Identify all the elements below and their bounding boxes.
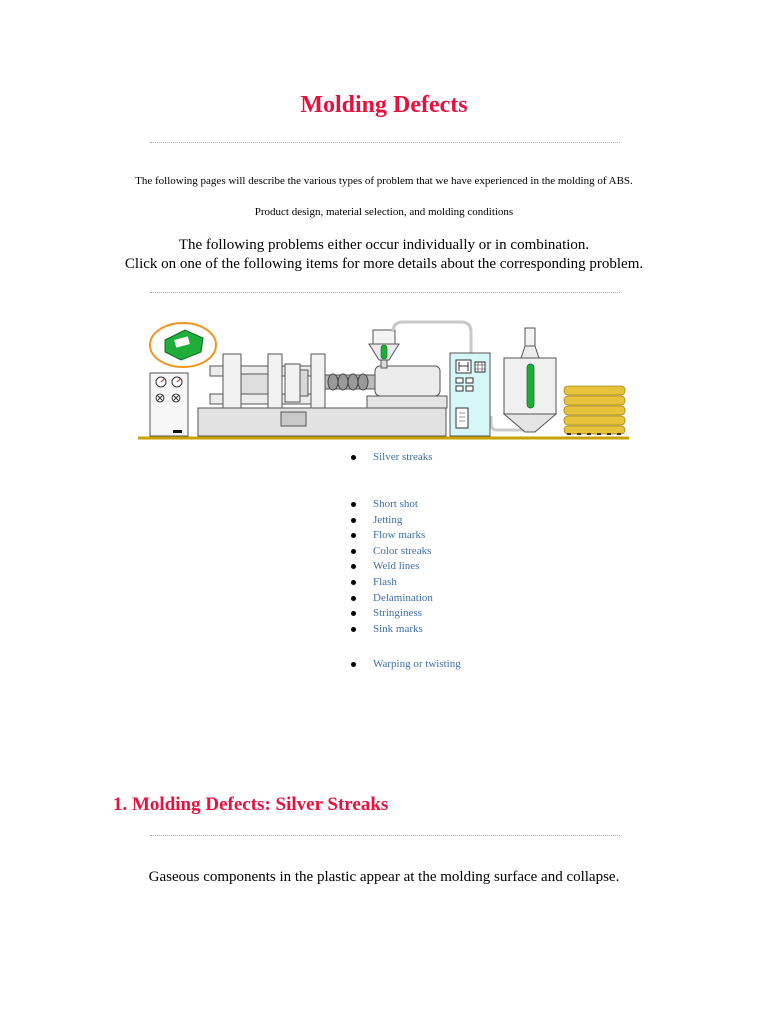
subtitle-text: Product design, material selection, and … — [254, 206, 514, 218]
defect-link-flash[interactable]: Flash — [373, 575, 397, 588]
list-item: Silver streaks — [350, 450, 433, 466]
defect-link-sink-marks[interactable]: Sink marks — [373, 622, 423, 635]
section-text: Gaseous components in the plastic appear… — [148, 869, 620, 885]
defect-link-silver-streaks[interactable]: Silver streaks — [373, 451, 433, 463]
defect-link-jetting[interactable]: Jetting — [373, 513, 403, 526]
list-item: Flow marks — [350, 528, 433, 544]
intro-text: The following pages will describe the va… — [135, 175, 633, 187]
molded-part-icon — [149, 322, 217, 368]
lead-text-2: Click on one of the following items for … — [124, 256, 644, 272]
divider — [150, 142, 620, 143]
defect-link-delamination[interactable]: Delamination — [373, 591, 433, 604]
defect-link-short-shot[interactable]: Short shot — [373, 498, 418, 510]
mold-clamp-icon — [209, 353, 326, 409]
list-item: Jetting — [350, 513, 433, 529]
divider — [150, 292, 620, 293]
list-item: Flash — [350, 575, 433, 591]
list-item: Color streaks — [350, 544, 433, 560]
defect-link-warping-or-twisting[interactable]: Warping or twisting — [373, 658, 461, 670]
lead-text-1: The following problems either occur indi… — [178, 237, 590, 253]
defect-link-color-streaks[interactable]: Color streaks — [373, 544, 432, 557]
material-bags-icon — [563, 385, 626, 435]
defect-link-weld-lines[interactable]: Weld lines — [373, 560, 420, 573]
injection-molding-machine-illustration — [138, 320, 629, 440]
defect-list-group-3: Warping or twisting — [350, 657, 461, 673]
screw-barrel-icon — [324, 365, 448, 409]
hopper-icon — [368, 329, 400, 369]
page-title: Molding Defects — [300, 92, 468, 118]
list-item: Stringiness — [350, 606, 433, 622]
dryer-icon — [502, 327, 558, 433]
list-item: Short shot — [350, 497, 433, 513]
defect-link-flow-marks[interactable]: Flow marks — [373, 529, 426, 542]
defect-list-group-2: Short shot Jetting Flow marks Color stre… — [350, 497, 433, 637]
list-item: Warping or twisting — [350, 657, 461, 673]
defect-list-group-1: Silver streaks — [350, 450, 433, 466]
control-panel-icon — [149, 372, 189, 437]
list-item: Delamination — [350, 591, 433, 607]
divider — [150, 835, 620, 836]
list-item: Weld lines — [350, 559, 433, 575]
section-title: 1. Molding Defects: Silver Streaks — [113, 794, 389, 815]
list-item: Sink marks — [350, 622, 433, 638]
control-cabinet-icon — [449, 352, 491, 437]
defect-link-stringiness[interactable]: Stringiness — [373, 607, 422, 620]
